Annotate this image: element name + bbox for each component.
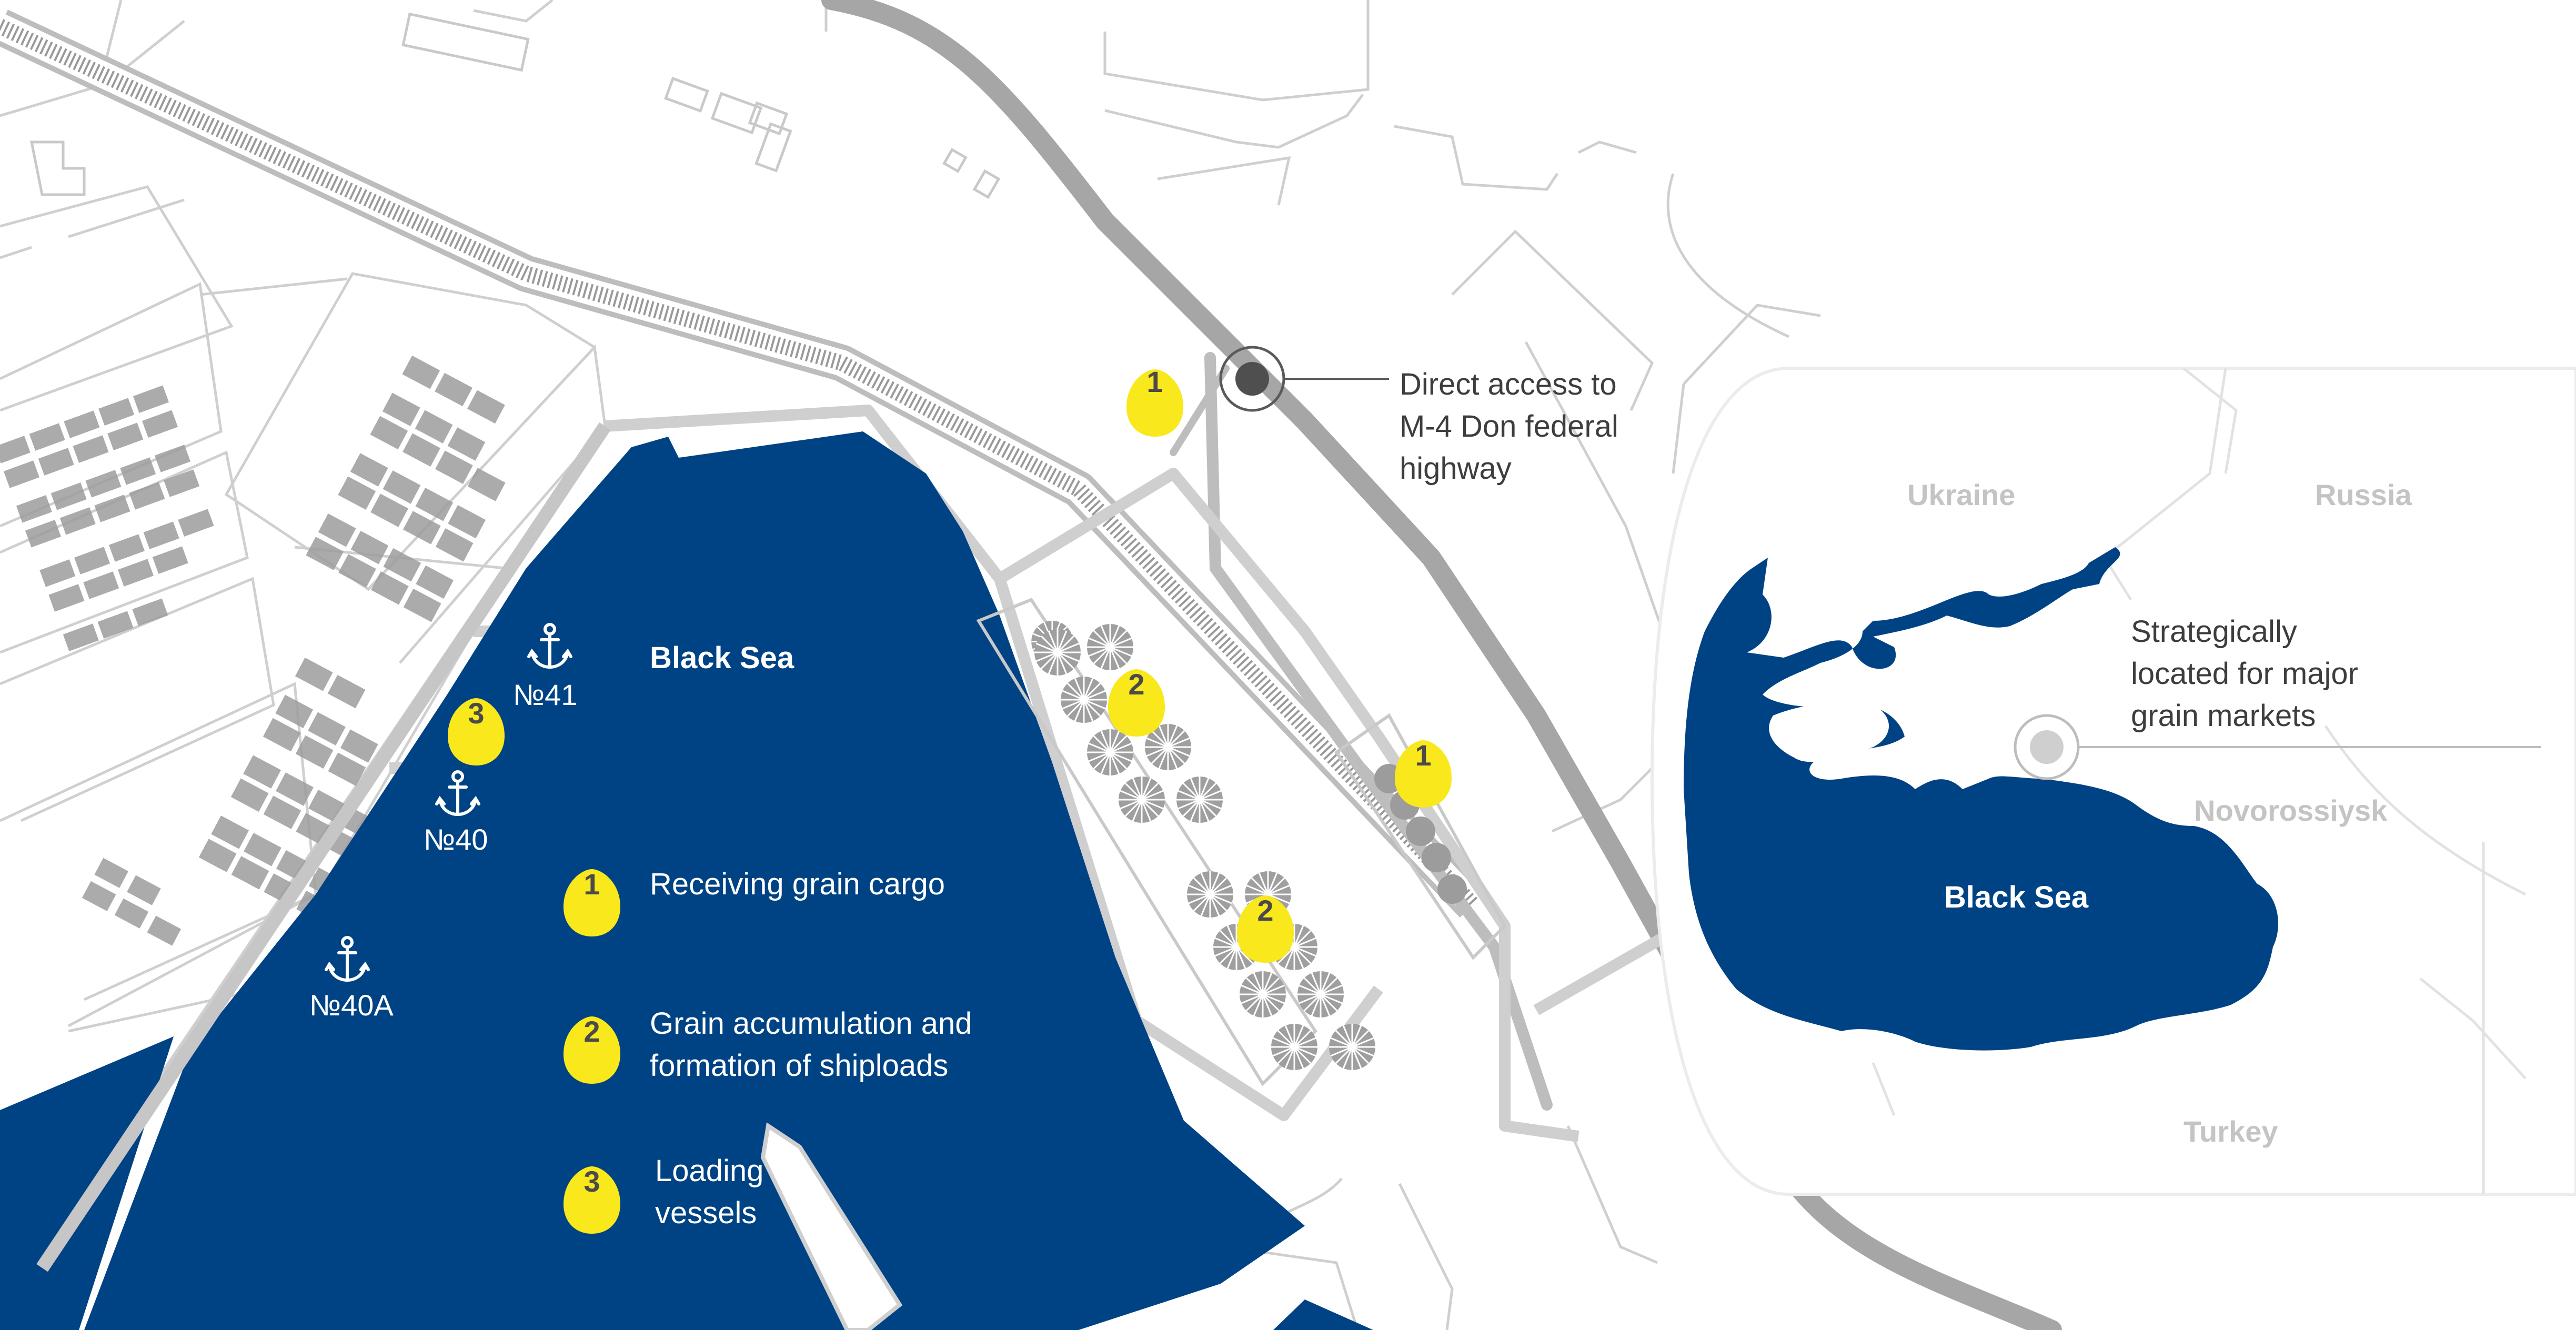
legend-item-label: Loading bbox=[655, 1154, 763, 1188]
legend-item-label: Receiving grain cargo bbox=[650, 867, 945, 901]
land-boundaries bbox=[0, 0, 1821, 1330]
inset-location bbox=[2014, 714, 2541, 780]
sea-label: Black Sea bbox=[650, 641, 794, 675]
map-marker-number: 2 bbox=[1128, 668, 1144, 701]
legend-pin-number: 2 bbox=[583, 1015, 600, 1048]
inset-sea-label: Black Sea bbox=[1944, 880, 2089, 914]
legend-item-label: formation of shiploads bbox=[650, 1049, 948, 1083]
map-marker-number: 2 bbox=[1257, 894, 1273, 927]
legend-pin-number: 1 bbox=[583, 868, 600, 901]
berth-label: №40 bbox=[424, 823, 488, 856]
map-marker-number: 3 bbox=[468, 697, 484, 730]
inset-label-novorossiysk: Novorossiysk bbox=[2194, 794, 2388, 827]
map-marker-number: 1 bbox=[1415, 739, 1431, 772]
highway-access-point bbox=[1219, 346, 1389, 412]
inset-sea bbox=[1684, 547, 2278, 1051]
berth-label: №41 bbox=[513, 678, 577, 711]
inset-map: Ukraine Russia Novorossiysk Turkey Black… bbox=[1650, 367, 2576, 1196]
pier bbox=[760, 1122, 903, 1330]
building-outlines bbox=[29, 12, 1001, 199]
inset-callout-text: located for major bbox=[2131, 657, 2358, 691]
inset-callout-text: grain markets bbox=[2131, 699, 2316, 733]
highway bbox=[821, 0, 2062, 1330]
berth-label: №40A bbox=[309, 989, 394, 1022]
highway-callout-text: Direct access to bbox=[1400, 367, 1617, 401]
map-marker-number: 1 bbox=[1146, 365, 1163, 398]
inset-label-russia: Russia bbox=[2315, 478, 2412, 511]
railway bbox=[0, 9, 1487, 918]
highway-callout-text: highway bbox=[1400, 451, 1512, 486]
silo-group-b-silos bbox=[1186, 870, 1376, 1071]
highway-callout-text: M-4 Don federal bbox=[1400, 409, 1618, 444]
legend-item-label: vessels bbox=[655, 1196, 757, 1230]
legend-pin-number: 3 bbox=[583, 1165, 600, 1198]
terminal-areas bbox=[976, 598, 1507, 1086]
legend-item-label: Grain accumulation and bbox=[650, 1006, 972, 1041]
inset-callout-text: Strategically bbox=[2131, 614, 2297, 649]
inset-label-turkey: Turkey bbox=[2183, 1115, 2278, 1148]
inset-label-ukraine: Ukraine bbox=[1907, 478, 2015, 511]
quay-edge bbox=[36, 422, 611, 1272]
